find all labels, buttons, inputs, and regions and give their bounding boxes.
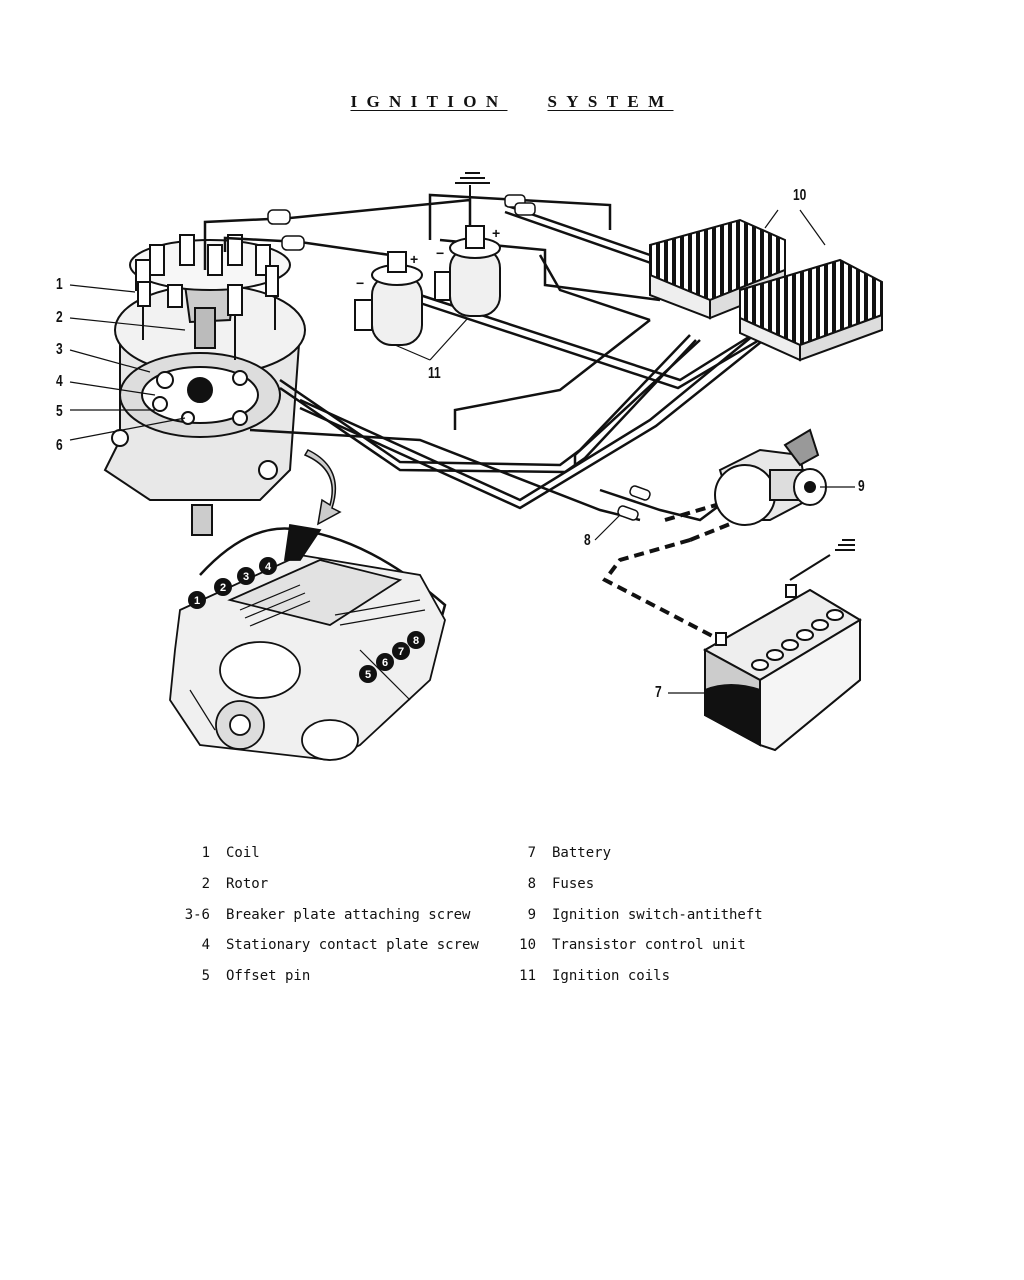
- battery: [668, 584, 862, 752]
- cylinder-marker: 3: [237, 567, 255, 585]
- cylinder-marker: 4: [259, 557, 277, 575]
- transistor-units: [649, 209, 883, 362]
- curved-arrow-icon: [303, 449, 342, 526]
- fuses: [594, 485, 651, 541]
- cylinder-marker-label: 4: [265, 561, 272, 573]
- cylinder-marker-label: 3: [243, 571, 249, 583]
- cylinder-marker: 5: [359, 665, 377, 683]
- distributor: [103, 234, 306, 536]
- engine-cylinder-markers: 1 2 3 4 5 6 7 8: [188, 557, 425, 683]
- callout-6: 6: [56, 437, 63, 454]
- ground-icon: [455, 172, 490, 200]
- callout-1: 1: [56, 276, 63, 293]
- cylinder-marker-label: 5: [365, 669, 371, 681]
- cylinder-marker-label: 8: [413, 635, 419, 647]
- ignition-switch: [714, 428, 855, 526]
- minus-mark: −: [436, 245, 444, 261]
- cylinder-marker-label: 1: [194, 595, 200, 607]
- plus-mark: +: [492, 225, 500, 241]
- connectors: [267, 194, 536, 251]
- cylinder-marker: 1: [188, 591, 206, 609]
- cylinder-marker: 6: [376, 653, 394, 671]
- cylinder-marker-label: 6: [382, 657, 388, 669]
- cylinder-marker: 7: [392, 642, 410, 660]
- ground-icon: [789, 539, 855, 581]
- plus-mark: +: [410, 251, 418, 267]
- callout-5: 5: [56, 403, 63, 420]
- callout-11: 11: [428, 365, 441, 382]
- distributor-leaders: [69, 284, 186, 441]
- coil-terminal-marks: + − + −: [356, 225, 500, 291]
- page-title: IGNITION SYSTEM: [0, 92, 1024, 112]
- cylinder-marker: 8: [407, 631, 425, 649]
- cylinder-marker: 2: [214, 578, 232, 596]
- callout-2: 2: [56, 309, 63, 326]
- callout-3: 3: [56, 341, 63, 358]
- callout-9: 9: [858, 478, 865, 495]
- callout-4: 4: [56, 373, 63, 390]
- callout-10: 10: [793, 187, 807, 204]
- title-word-2: SYSTEM: [547, 92, 674, 111]
- callout-7: 7: [655, 684, 662, 701]
- callout-8: 8: [584, 532, 591, 549]
- title-word-1: IGNITION: [350, 92, 508, 111]
- cylinder-marker-label: 7: [398, 646, 404, 658]
- engine: [169, 523, 446, 761]
- cylinder-marker-label: 2: [220, 582, 226, 594]
- minus-mark: −: [356, 275, 364, 291]
- ignition-coils: [354, 225, 501, 361]
